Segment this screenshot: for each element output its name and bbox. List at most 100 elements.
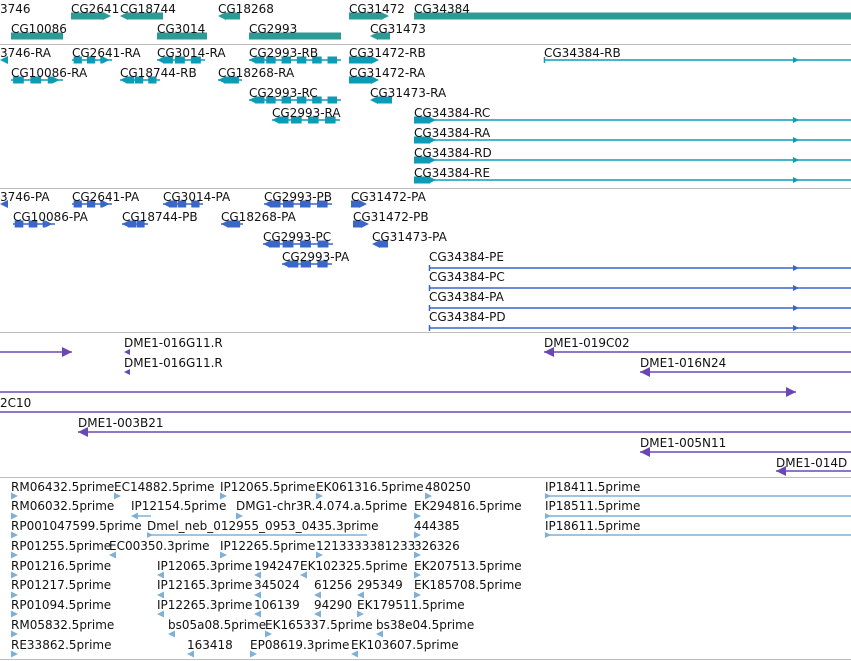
est-feature-label[interactable]: IP12065.5prime [220, 480, 316, 494]
est-feature-label[interactable]: RP01217.5prime [11, 578, 112, 592]
est-feature-label[interactable]: RP01255.5prime [11, 539, 112, 553]
protein-feature-11-exon[interactable] [288, 260, 299, 268]
est-feature-label[interactable]: IP12154.5prime [131, 499, 227, 513]
protein-feature-2-exon[interactable] [169, 200, 178, 208]
clone-feature-0[interactable] [0, 347, 72, 357]
transcript-feature-15-exon[interactable] [414, 156, 430, 164]
transcript-feature-10-exon[interactable] [255, 96, 265, 104]
clone-feature-label[interactable]: DME1-019C02 [544, 336, 630, 350]
est-feature-23-arrow[interactable] [300, 571, 307, 579]
protein-feature-9-arrow[interactable] [263, 240, 270, 248]
gene-feature-2-glyph[interactable] [128, 12, 163, 20]
protein-feature-6-exon[interactable] [128, 220, 137, 228]
est-feature-label[interactable]: IP12165.3prime [157, 578, 253, 592]
gene-feature-7-glyph[interactable] [157, 32, 207, 40]
est-feature-label[interactable]: 444385 [414, 519, 460, 533]
gene-feature-4-glyph[interactable] [349, 12, 381, 20]
est-feature-11-arrow[interactable] [11, 531, 18, 539]
transcript-feature-13-exon[interactable] [414, 116, 430, 124]
protein-feature-1[interactable] [72, 200, 112, 208]
est-feature-36-arrow[interactable] [11, 630, 18, 638]
clone-feature-5[interactable] [0, 387, 796, 397]
est-feature-4-arrow[interactable] [425, 492, 432, 500]
transcript-feature-12-exon[interactable] [278, 116, 289, 124]
transcript-feature-2[interactable] [157, 56, 205, 64]
est-feature-6-arrow[interactable] [11, 512, 18, 520]
est-feature-18[interactable] [316, 551, 323, 559]
transcript-feature-3-exon[interactable] [255, 56, 265, 64]
est-feature-35-arrow[interactable] [357, 610, 364, 618]
est-feature-label[interactable]: bs05a08.5prime [168, 618, 267, 632]
clone-feature-label[interactable]: 2C10 [0, 396, 32, 410]
est-feature-label[interactable]: 106139 [254, 598, 300, 612]
transcript-feature-13-arrow[interactable] [793, 117, 799, 123]
est-feature-label[interactable]: DMG1-chr3R.4.074.a.5prime [236, 499, 408, 513]
est-feature-label[interactable]: EK102325.5prime [300, 559, 408, 573]
est-feature-label[interactable]: IP18611.5prime [545, 519, 641, 533]
transcript-feature-3-exon[interactable] [266, 56, 276, 64]
protein-feature-9-exon[interactable] [269, 240, 280, 248]
est-feature-29-arrow[interactable] [357, 591, 364, 599]
est-feature-label[interactable]: RM06432.5prime [11, 480, 115, 494]
est-feature-30[interactable] [414, 591, 421, 599]
transcript-feature-14-arrow[interactable] [793, 137, 799, 143]
transcript-feature-2-exon[interactable] [163, 56, 173, 64]
protein-feature-13[interactable] [428, 285, 851, 291]
est-feature-1[interactable] [114, 492, 121, 500]
gene-feature-2-arrow[interactable] [120, 12, 128, 20]
protein-feature-11-exon[interactable] [300, 260, 311, 268]
transcript-feature-2-arrow[interactable] [157, 56, 164, 64]
transcript-feature-2-exon[interactable] [174, 56, 185, 64]
transcript-feature-10[interactable] [249, 96, 341, 104]
transcript-feature-10-exon[interactable] [266, 96, 276, 104]
protein-feature-label[interactable]: CG34384-PA [429, 290, 504, 304]
est-feature-label[interactable]: 295349 [357, 578, 403, 592]
est-feature-label[interactable]: EC00350.3prime [109, 539, 210, 553]
est-feature-12[interactable] [147, 532, 367, 538]
transcript-feature-3[interactable] [249, 56, 341, 64]
est-feature-11[interactable] [11, 531, 18, 539]
transcript-feature-16-cds-arrow[interactable] [430, 177, 436, 183]
transcript-feature-5-arrow[interactable] [793, 57, 799, 63]
clone-feature-5-arrow[interactable] [786, 387, 796, 397]
protein-feature-label[interactable]: CG2993-PC [263, 230, 332, 244]
transcript-feature-4[interactable] [349, 56, 379, 64]
transcript-feature-1-exon[interactable] [73, 56, 82, 64]
est-feature-1-arrow[interactable] [114, 492, 121, 500]
protein-feature-7-arrow[interactable] [221, 220, 228, 228]
est-feature-label[interactable]: EK185708.5prime [414, 578, 522, 592]
est-feature-43-arrow[interactable] [351, 650, 358, 658]
clone-feature-label[interactable]: DME1-003B21 [78, 416, 164, 430]
transcript-feature-4-glyph[interactable] [349, 56, 371, 64]
est-feature-40[interactable] [11, 650, 18, 658]
transcript-feature-7-arrow[interactable] [120, 76, 127, 84]
protein-feature-label[interactable]: CG31472-PA [351, 190, 426, 204]
transcript-feature-7[interactable] [120, 76, 160, 84]
transcript-feature-8-exon[interactable] [231, 76, 239, 84]
transcript-feature-11-glyph[interactable] [378, 96, 392, 104]
est-feature-43[interactable] [351, 650, 358, 658]
est-feature-label[interactable]: IP12265.3prime [157, 598, 253, 612]
protein-feature-label[interactable]: CG31473-PA [372, 230, 447, 244]
protein-feature-7-exon[interactable] [233, 220, 241, 228]
protein-feature-label[interactable]: CG3014-PA [163, 190, 231, 204]
transcript-feature-label[interactable]: CG18268-RA [218, 66, 295, 80]
gene-feature-9-arrow[interactable] [370, 32, 378, 40]
est-feature-5-arrow[interactable] [545, 493, 551, 499]
protein-feature-6-exon[interactable] [136, 220, 145, 228]
transcript-feature-12[interactable] [272, 116, 340, 124]
protein-feature-4-glyph[interactable] [351, 200, 359, 208]
gene-feature-1-arrow[interactable] [103, 12, 111, 20]
est-feature-3[interactable] [316, 492, 323, 500]
transcript-feature-label[interactable]: CG2993-RA [272, 106, 341, 120]
gene-feature-label[interactable]: 3746 [0, 2, 31, 16]
transcript-feature-3-arrow[interactable] [249, 56, 256, 64]
est-feature-label[interactable]: 94290 [314, 598, 353, 612]
est-feature-25[interactable] [11, 591, 18, 599]
transcript-feature-6-exon[interactable] [13, 76, 24, 84]
transcript-feature-10-exon[interactable] [312, 96, 322, 104]
est-feature-9[interactable] [414, 512, 421, 520]
protein-feature-2[interactable] [163, 200, 203, 208]
transcript-feature-label[interactable]: CG18744-RB [120, 66, 197, 80]
protein-feature-12-arrow[interactable] [793, 265, 799, 271]
